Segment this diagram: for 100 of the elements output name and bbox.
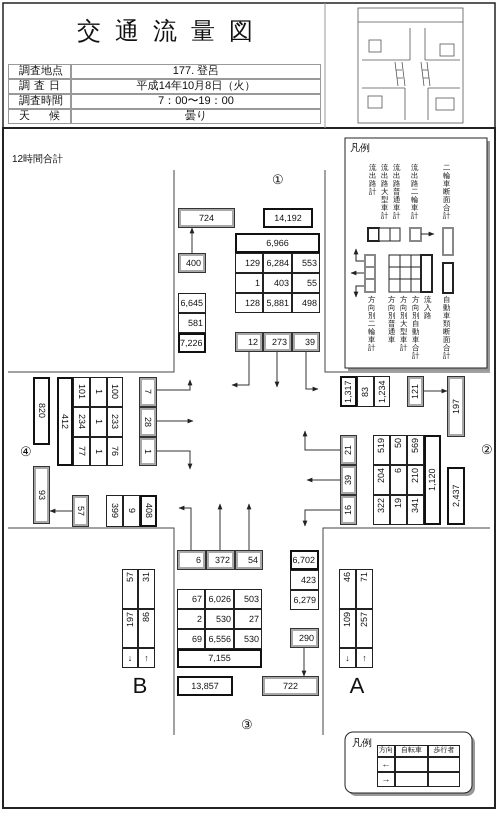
arrow (302, 430, 340, 450)
count-cell: 109 (339, 609, 356, 648)
count-cell: 31 (138, 569, 155, 609)
count-cell: 233 (107, 407, 123, 437)
count-cell: 519 (373, 435, 390, 465)
arrow (302, 510, 340, 527)
count-cell: 408 (140, 495, 157, 527)
header-cell: 7：00〜19：00 (71, 94, 321, 109)
approach-letter: A (348, 674, 366, 698)
count-cell: 9 (123, 495, 140, 527)
count-cell: 57 (122, 569, 138, 609)
count-box: 14,192 (263, 208, 313, 228)
count-box: 13,857 (177, 676, 233, 696)
count-cell: 210 (407, 465, 424, 495)
count-cell: 27 (234, 609, 262, 629)
count-box: 2,437 (447, 467, 465, 525)
count-cell: 234 (73, 407, 90, 437)
count-cell: 1 (235, 273, 263, 293)
arrow (306, 478, 340, 482)
count-cell: 100 (107, 377, 123, 407)
header-cell: 調査時間 (8, 94, 71, 109)
count-box: 820 (33, 377, 50, 445)
count-cell: 67 (177, 589, 205, 609)
arrow (274, 352, 280, 388)
count-box: 7 (139, 377, 157, 407)
count-cell: ↓ (339, 648, 356, 668)
count-cell: 1 (90, 377, 107, 407)
count-cell: 128 (235, 293, 263, 313)
count-cell: 7,155 (177, 649, 262, 668)
count-box: 722 (262, 676, 319, 696)
count-cell: 6 (390, 465, 407, 495)
count-cell: 530 (234, 629, 262, 649)
count-cell: 6,645 (178, 293, 206, 313)
count-cell: 6,966 (235, 233, 320, 253)
count-cell: 204 (373, 465, 390, 495)
count-box: 121 (407, 376, 424, 407)
count-box: 724 (178, 208, 235, 228)
count-cell: 76 (107, 437, 123, 466)
header-cell: 平成14年10月8日（火） (71, 79, 321, 94)
legend-cell: ← (377, 757, 395, 772)
count-cell: 50 (390, 435, 407, 465)
count-cell: 7,226 (178, 333, 206, 353)
heading-text: 12時間合計 (12, 153, 64, 167)
count-box: 57 (72, 495, 89, 527)
circled-number: ③ (240, 717, 254, 733)
circled-number: ④ (19, 444, 33, 460)
count-cell: 55 (292, 273, 320, 293)
count-cell: 403 (263, 273, 292, 293)
count-cell: 101 (73, 377, 90, 407)
count-cell: 197 (122, 609, 138, 648)
count-box: 16 (340, 495, 357, 525)
count-cell: 129 (235, 253, 263, 273)
circled-number: ① (271, 172, 285, 188)
count-cell: 503 (234, 589, 262, 609)
count-box: 54 (235, 550, 263, 570)
count-box: 39 (340, 465, 357, 495)
count-cell: 1 (90, 437, 107, 466)
arrow (246, 503, 252, 550)
count-box: 93 (33, 466, 50, 524)
count-cell: 341 (407, 495, 424, 525)
count-box: 21 (340, 435, 357, 465)
count-cell: 6,026 (205, 589, 234, 609)
title: 交通流量図 (76, 17, 268, 47)
count-cell: 2 (177, 609, 205, 629)
count-box: 197 (447, 376, 465, 437)
header-cell: 天候 (8, 109, 71, 124)
count-box: 273 (263, 332, 292, 352)
count-box: 6 (177, 550, 206, 570)
header-cell: 調査日 (8, 79, 71, 94)
count-cell: 5,881 (263, 293, 292, 313)
arrow (156, 450, 192, 470)
count-cell: 553 (292, 253, 320, 273)
count-cell: 6,279 (290, 590, 319, 610)
count-box: 12 (235, 332, 263, 352)
count-box: 1 (139, 437, 157, 466)
count-cell: 322 (373, 495, 390, 525)
legend-title: 凡例 (352, 737, 373, 750)
count-cell: 423 (290, 570, 319, 590)
arrow (156, 418, 194, 424)
count-cell: 6,556 (205, 629, 234, 649)
count-cell: 569 (407, 435, 424, 465)
approach-letter: B (132, 674, 148, 698)
count-cell: 530 (205, 609, 234, 629)
arrow (424, 388, 448, 394)
count-cell: 1,317 (340, 376, 357, 407)
legend-title: 凡例 (350, 142, 371, 155)
count-cell: ↑ (138, 648, 155, 668)
count-cell: 399 (106, 495, 123, 527)
arrow (231, 352, 250, 388)
count-cell: 498 (292, 293, 320, 313)
header-cell: 177. 登呂 (71, 64, 321, 79)
count-cell: 86 (138, 609, 155, 648)
count-cell: 581 (178, 313, 206, 333)
circled-number: ② (480, 442, 494, 458)
header-cell: 調査地点 (8, 64, 71, 79)
count-cell: 1,234 (374, 376, 390, 407)
arrow (306, 352, 319, 392)
count-cell: 257 (356, 609, 373, 648)
count-cell: 46 (339, 569, 356, 609)
count-cell: 1,120 (424, 435, 441, 525)
